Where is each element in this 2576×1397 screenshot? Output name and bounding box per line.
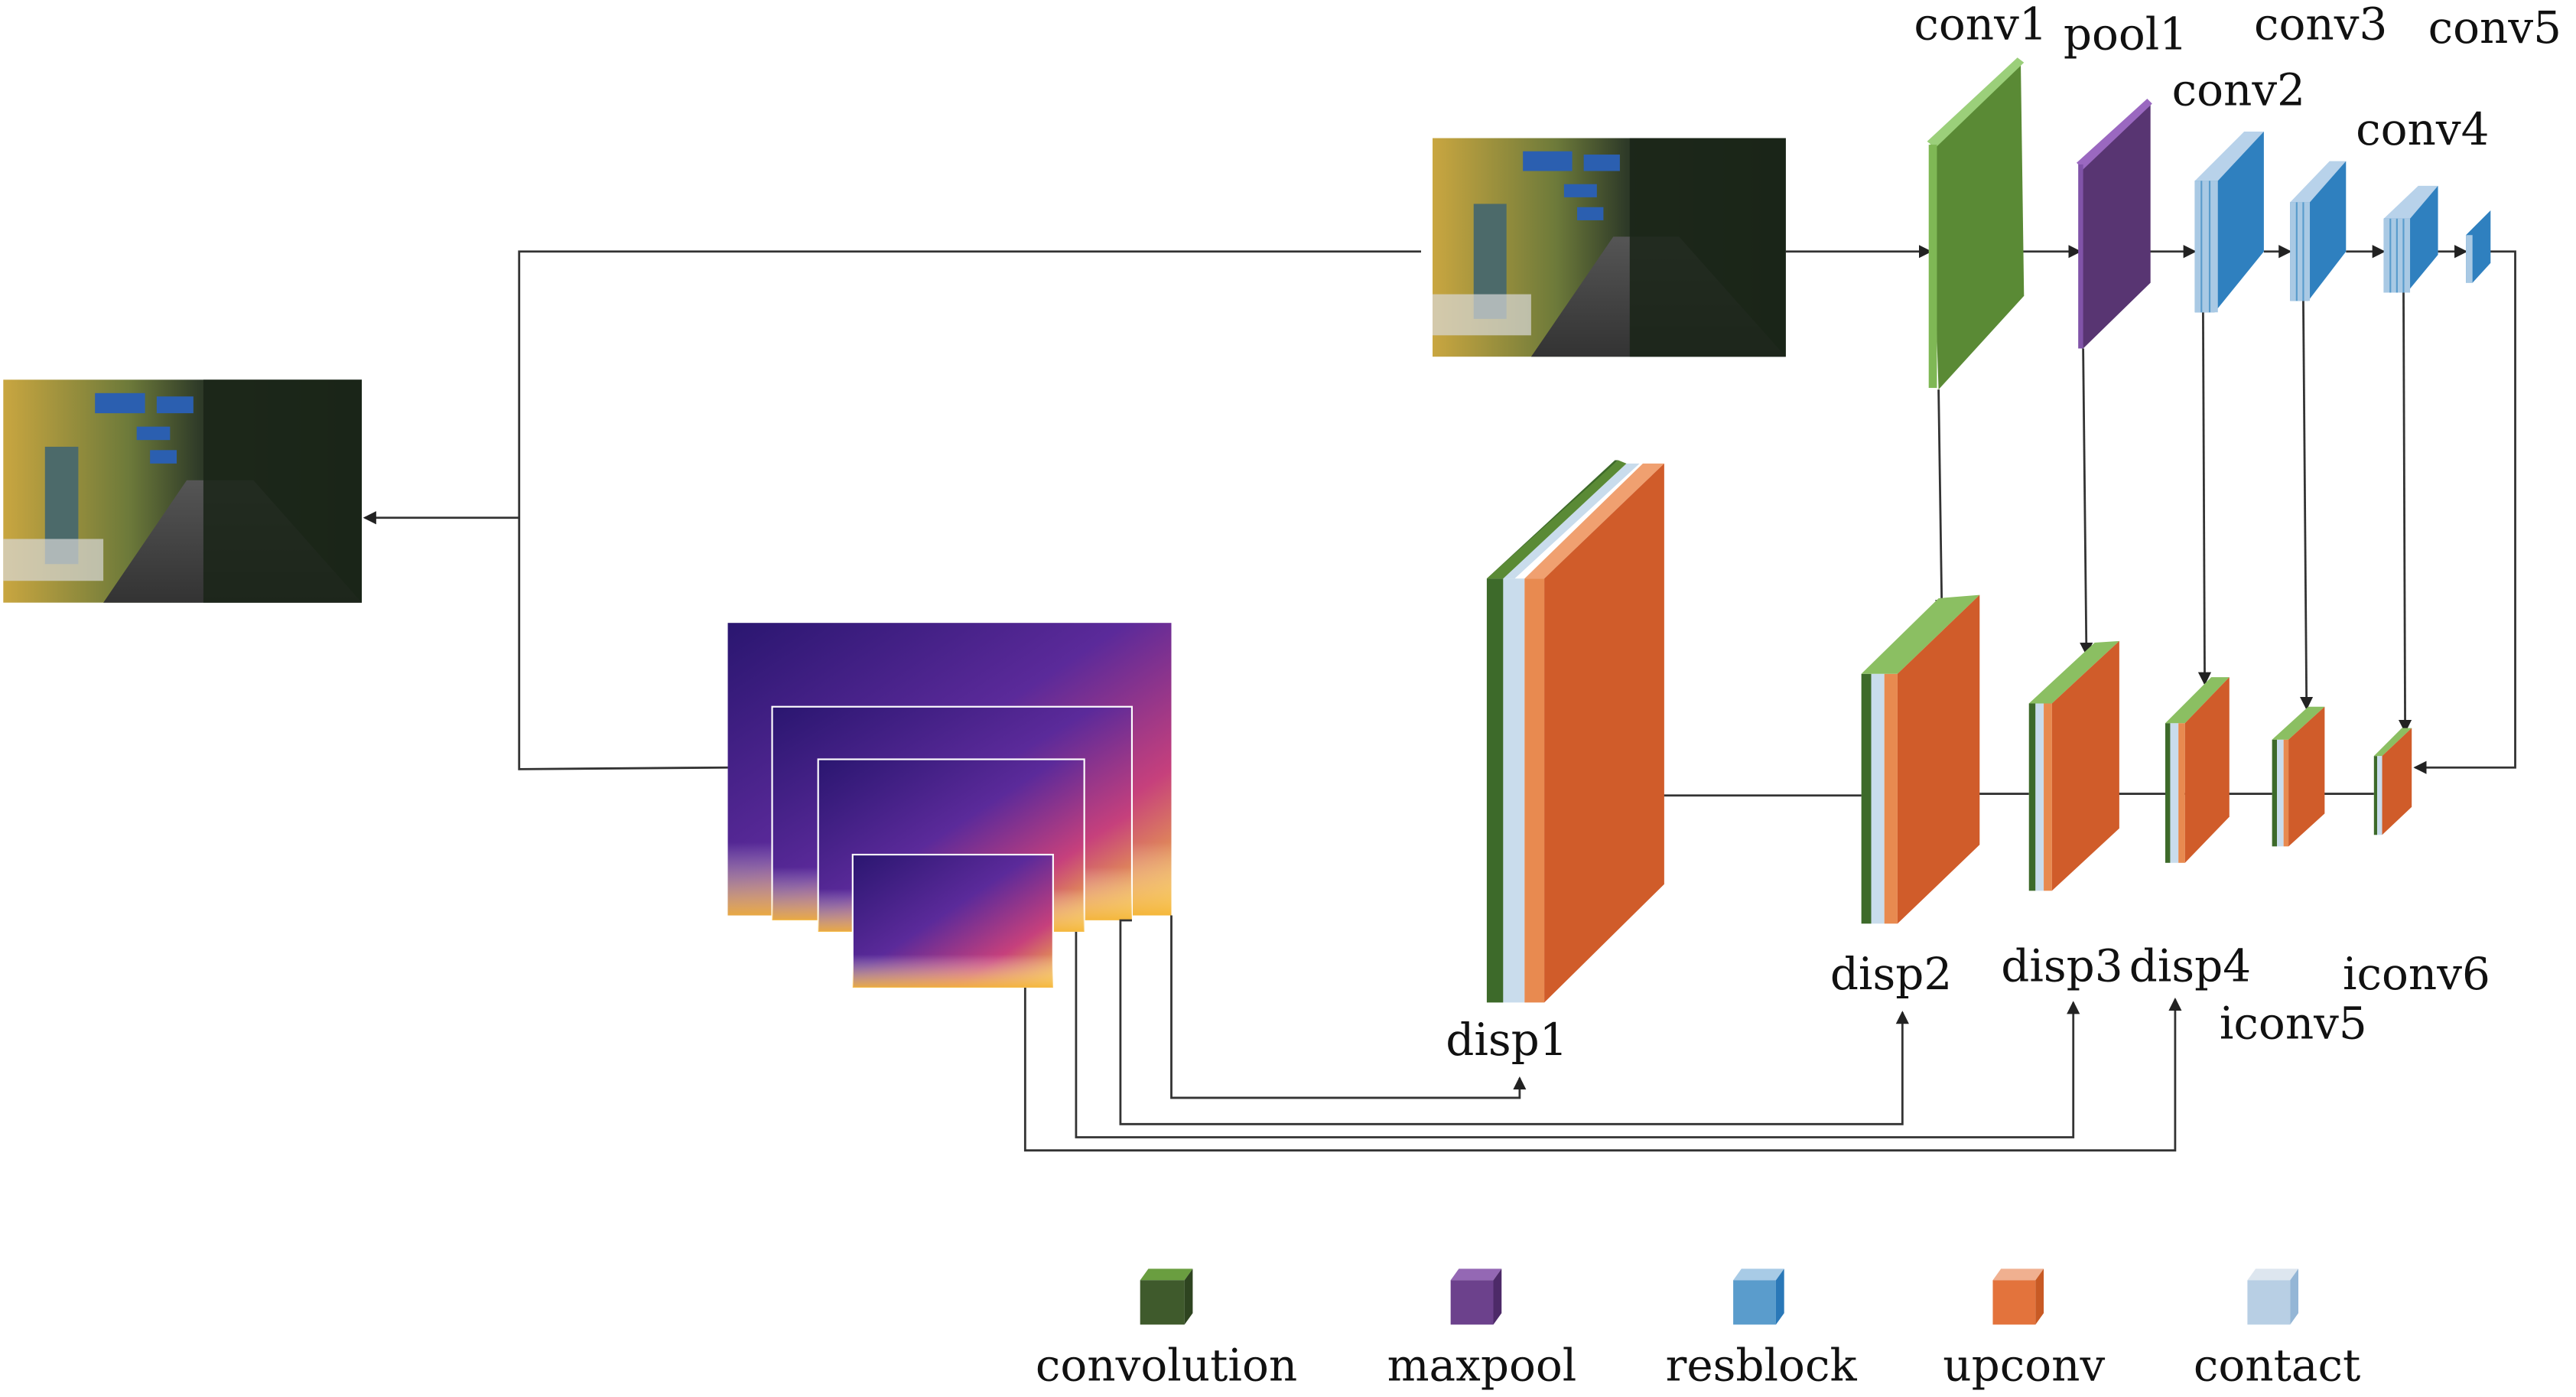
input-image-top xyxy=(1433,138,1786,357)
legend-item-maxpool: maxpool xyxy=(1387,1268,1577,1391)
label-conv1: conv1 xyxy=(1914,0,2047,50)
legend-item-upconv: upconv xyxy=(1943,1268,2106,1391)
iconv5-layer xyxy=(2272,706,2325,847)
legend: convolution maxpool resblock upconv cont… xyxy=(1036,1268,2360,1391)
reconstructed-image-left xyxy=(3,379,363,603)
conv4-layer xyxy=(2383,185,2438,293)
conv2-layer xyxy=(2194,131,2264,313)
label-conv3: conv3 xyxy=(2254,0,2387,50)
label-disp1: disp1 xyxy=(1446,1014,1567,1066)
label-conv4: conv4 xyxy=(2356,103,2489,155)
legend-label: resblock xyxy=(1666,1339,1858,1391)
label-disp2: disp2 xyxy=(1830,948,1952,1000)
label-conv2: conv2 xyxy=(2172,64,2305,116)
label-iconv6: iconv6 xyxy=(2343,948,2490,1000)
encoder xyxy=(1927,57,2491,390)
label-iconv5: iconv5 xyxy=(2220,998,2367,1050)
conv1-layer xyxy=(1927,57,2025,390)
disparity-maps xyxy=(727,623,1172,989)
legend-label: maxpool xyxy=(1387,1339,1577,1391)
decoder xyxy=(1486,460,2412,1003)
iconv6-layer xyxy=(2373,728,2412,835)
disp3-layer xyxy=(2028,640,2119,891)
label-disp4: disp4 xyxy=(2129,939,2251,992)
pool1-layer xyxy=(2077,98,2152,349)
disp2-layer xyxy=(1861,594,1980,924)
connections xyxy=(363,245,2516,1152)
legend-item-convolution: convolution xyxy=(1036,1268,1297,1391)
label-disp3: disp3 xyxy=(2001,939,2122,992)
legend-label: contact xyxy=(2194,1339,2360,1391)
disp4-layer xyxy=(2165,677,2230,863)
label-conv5: conv5 xyxy=(2428,2,2561,54)
label-pool1: pool1 xyxy=(2064,8,2187,60)
legend-label: convolution xyxy=(1036,1339,1297,1391)
conv3-layer xyxy=(2290,161,2347,301)
disp1-layer xyxy=(1486,460,1664,1003)
legend-item-resblock: resblock xyxy=(1666,1268,1858,1391)
legend-label: upconv xyxy=(1943,1339,2105,1391)
legend-item-contact: contact xyxy=(2194,1268,2360,1391)
conv5-layer xyxy=(2466,210,2491,283)
